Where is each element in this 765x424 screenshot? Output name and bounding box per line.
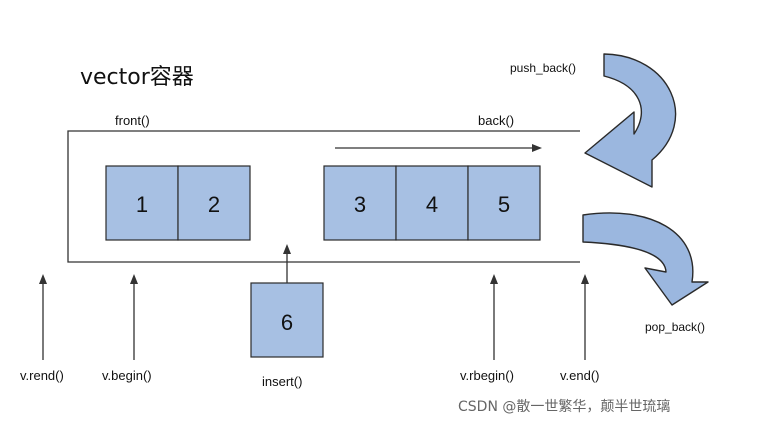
insert-label: insert() xyxy=(262,374,302,389)
pop-back-label: pop_back() xyxy=(645,320,705,334)
cell-1-value: 1 xyxy=(136,192,148,217)
rbegin-label: v.rbegin() xyxy=(460,368,514,383)
rbegin-arrow xyxy=(490,274,498,360)
front-label: front() xyxy=(115,113,150,128)
cell-5-value: 5 xyxy=(498,192,510,217)
direction-arrow xyxy=(335,144,542,152)
push-back-label: push_back() xyxy=(510,61,576,75)
begin-label: v.begin() xyxy=(102,368,152,383)
rend-arrow xyxy=(39,274,47,360)
cell-2-value: 2 xyxy=(208,192,220,217)
cell-4-value: 4 xyxy=(426,192,438,217)
begin-arrow xyxy=(130,274,138,360)
cells-group-left: 1 2 xyxy=(105,165,251,241)
end-label: v.end() xyxy=(560,368,600,383)
watermark: CSDN @散一世繁华，颠半世琉璃 xyxy=(458,398,670,415)
cell-5 xyxy=(467,165,541,241)
push-back-curved-arrow xyxy=(584,53,677,188)
diagram-title: vector容器 xyxy=(80,65,194,90)
cell-3 xyxy=(323,165,397,241)
cell-1 xyxy=(105,165,179,241)
insert-cell-6 xyxy=(250,282,324,358)
insert-cell-value: 6 xyxy=(281,310,293,335)
end-arrow xyxy=(581,274,589,360)
cell-4 xyxy=(395,165,469,241)
pop-back-curved-arrow xyxy=(582,212,709,306)
cell-2 xyxy=(177,165,251,241)
cell-3-value: 3 xyxy=(354,192,366,217)
back-label: back() xyxy=(478,113,514,128)
insert-arrow xyxy=(283,244,291,283)
rend-label: v.rend() xyxy=(20,368,64,383)
vector-container-outline xyxy=(67,130,580,263)
cells-group-right: 3 4 5 xyxy=(323,165,541,241)
